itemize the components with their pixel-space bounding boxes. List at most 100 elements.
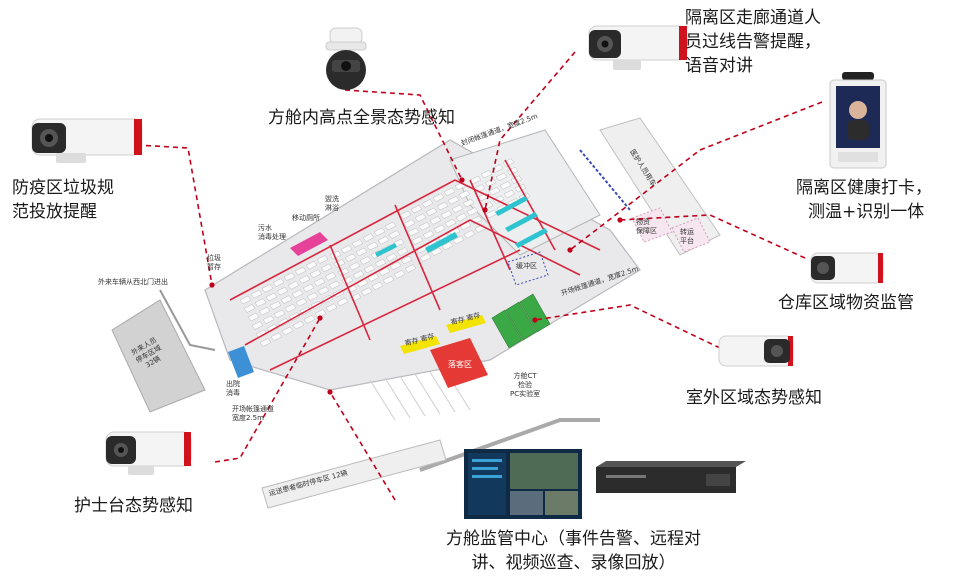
bed-cell	[317, 286, 330, 296]
outside-parking-lot	[111, 299, 206, 413]
cyan-strips	[375, 196, 548, 257]
bed-cell	[436, 201, 449, 211]
transfer-platform	[671, 217, 711, 253]
bed-cell	[488, 186, 501, 196]
bed-cell	[414, 213, 427, 223]
bed-cell	[363, 264, 376, 274]
bed-cell	[262, 315, 275, 325]
bed-cell	[374, 258, 387, 268]
bed-cell	[305, 260, 318, 270]
bed-cell	[316, 255, 329, 264]
bed-cell	[388, 230, 401, 239]
bed-cell	[341, 276, 354, 285]
bed-cell	[298, 275, 311, 284]
bed-cell	[432, 193, 445, 202]
bed-cell	[443, 187, 456, 197]
bed-cell	[292, 320, 305, 330]
bed-cell	[348, 261, 361, 271]
bed-cell	[344, 253, 357, 263]
material-zone	[631, 207, 673, 243]
bed-cell	[433, 224, 446, 234]
bed-cell	[384, 221, 397, 231]
outdoor-label: 室外区域态势感知	[686, 388, 822, 408]
bed-cell	[352, 270, 365, 280]
bed-cell	[440, 210, 453, 219]
bed-cell	[447, 195, 460, 205]
right-wing	[449, 129, 601, 256]
bed-cell	[337, 267, 350, 277]
bed-cell	[295, 297, 308, 307]
bed-cell	[272, 278, 285, 287]
bed-cell	[421, 199, 434, 208]
bed-cell	[303, 314, 316, 324]
bed-cell	[302, 283, 315, 293]
bed-cell	[452, 235, 465, 245]
bed-cell	[255, 329, 268, 339]
leader-dots	[209, 177, 623, 395]
bed-cell	[291, 289, 304, 299]
isolation-corridor-label: 隔离区走廊通道人 员过线告警提醒， 语音对讲	[685, 8, 821, 76]
bed-cell	[480, 169, 493, 179]
bed-cell	[503, 189, 516, 199]
bed-cell	[269, 301, 282, 310]
fall-zone	[430, 338, 488, 388]
bed-cell	[422, 230, 435, 240]
warehouse-label: 仓库区域物资监管	[778, 293, 914, 313]
bed-cell	[407, 227, 420, 237]
bed-cell	[340, 244, 353, 254]
bed-cell	[389, 261, 402, 271]
bed-cell	[294, 266, 307, 276]
bed-cell	[251, 321, 264, 330]
bed-cell	[410, 204, 423, 214]
nurse-station-label: 护士台态势感知	[74, 496, 193, 516]
bed-cell	[276, 286, 289, 296]
barrier-line	[579, 149, 631, 211]
bed-cell	[281, 326, 294, 336]
bed-cell	[360, 287, 373, 297]
ct-blocks	[491, 293, 551, 349]
bed-cell	[404, 264, 417, 273]
bed-cell	[325, 303, 338, 313]
bed-cell	[371, 281, 384, 291]
bed-cell	[328, 280, 341, 290]
bed-cell	[399, 210, 412, 220]
bed-cell	[495, 172, 508, 182]
bed-cell	[329, 250, 342, 260]
exit-disinfect-label: 出院消毒	[226, 380, 240, 397]
exit-disinfect-area	[228, 346, 254, 378]
bed-cell	[351, 239, 364, 248]
bed-cell	[373, 227, 386, 237]
deposit-tag-1	[400, 336, 440, 354]
bed-cell	[320, 263, 333, 273]
bed-cell	[455, 212, 468, 222]
bed-cell	[418, 221, 431, 231]
buffer-zone	[507, 251, 549, 286]
bed-cell	[492, 195, 505, 205]
shower-label: 盥洗淋浴	[325, 195, 339, 212]
sewage-label: 污水消毒处理	[258, 224, 286, 241]
bed-cell	[243, 304, 256, 313]
bed-cell	[273, 309, 286, 319]
bed-cell	[247, 312, 260, 322]
bed-cell	[259, 338, 272, 347]
bed-cell	[306, 292, 319, 301]
leader-lines	[136, 51, 823, 501]
health-checkin-label: 隔离区健康打卡， 测温+识别一体	[796, 178, 932, 222]
bed-cell	[362, 233, 375, 242]
bed-cell	[314, 309, 327, 318]
red-corridors	[229, 159, 601, 371]
bed-cell	[506, 166, 519, 176]
outside-vehicle-label: 外来车辆从西北门进出	[98, 278, 168, 286]
bed-cell	[336, 297, 349, 307]
bed-cell	[458, 190, 471, 199]
bed-cell	[261, 284, 274, 293]
bed-cell	[333, 259, 346, 268]
bed-cell	[258, 306, 271, 316]
deposit-tag-2	[446, 315, 486, 333]
bed-cell	[367, 273, 380, 282]
bed-cell	[313, 277, 326, 287]
buffer-zone-label: 缓冲区	[516, 262, 537, 270]
bed-cell	[359, 256, 372, 265]
